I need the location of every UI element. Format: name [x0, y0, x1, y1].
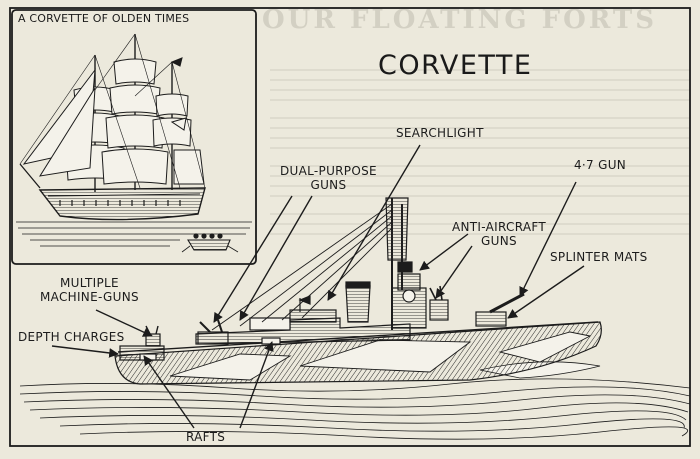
label-dual-purpose-line2: GUNS — [310, 178, 347, 192]
label-pointers — [51, 144, 585, 429]
pointer-rafts-b — [239, 341, 274, 429]
label-dual-purpose-guns: DUAL-PURPOSE GUNS — [280, 164, 377, 192]
background-print-through: OUR FLOATING FORTS — [262, 5, 690, 235]
label-searchlight: SEARCHLIGHT — [396, 126, 484, 140]
sailing-ship-illustration — [16, 33, 252, 253]
pointer-multiple-mg — [95, 309, 153, 337]
modern-corvette-illustration — [19, 197, 691, 440]
label-depth-charges: DEPTH CHARGES — [18, 330, 125, 344]
label-splinter-mats: SPLINTER MATS — [550, 250, 648, 264]
label-anti-aircraft-line2: GUNS — [481, 234, 517, 248]
label-dual-purpose-line1: DUAL-PURPOSE — [280, 164, 377, 178]
label-rafts: RAFTS — [186, 430, 226, 444]
pointer-dual-purpose-a — [213, 195, 293, 323]
label-anti-aircraft-line1: ANTI-AIRCRAFT — [452, 220, 546, 234]
label-gun-47: 4·7 GUN — [574, 158, 627, 172]
label-multiple-mg-line2: MACHINE-GUNS — [40, 290, 139, 304]
diagram-title: CORVETTE — [378, 50, 533, 81]
pointer-splinter-mats — [507, 265, 585, 319]
label-multiple-mg-line1: MULTIPLE — [59, 276, 119, 290]
pointer-gun-47 — [519, 181, 577, 297]
background-heading: OUR FLOATING FORTS — [262, 5, 657, 35]
label-multiple-machine-guns: MULTIPLE MACHINE-GUNS — [40, 276, 139, 304]
inset-caption: A CORVETTE OF OLDEN TIMES — [18, 12, 190, 25]
pointer-rafts-a — [143, 355, 195, 429]
pointer-anti-aircraft-b — [435, 245, 473, 299]
outer-frame — [9, 7, 691, 447]
pointer-searchlight — [327, 144, 421, 301]
pointer-anti-aircraft-a — [419, 233, 469, 271]
pointer-depth-charges — [51, 345, 119, 358]
pointer-dual-purpose-b — [239, 195, 313, 321]
label-anti-aircraft-guns: ANTI-AIRCRAFT GUNS — [452, 220, 546, 248]
